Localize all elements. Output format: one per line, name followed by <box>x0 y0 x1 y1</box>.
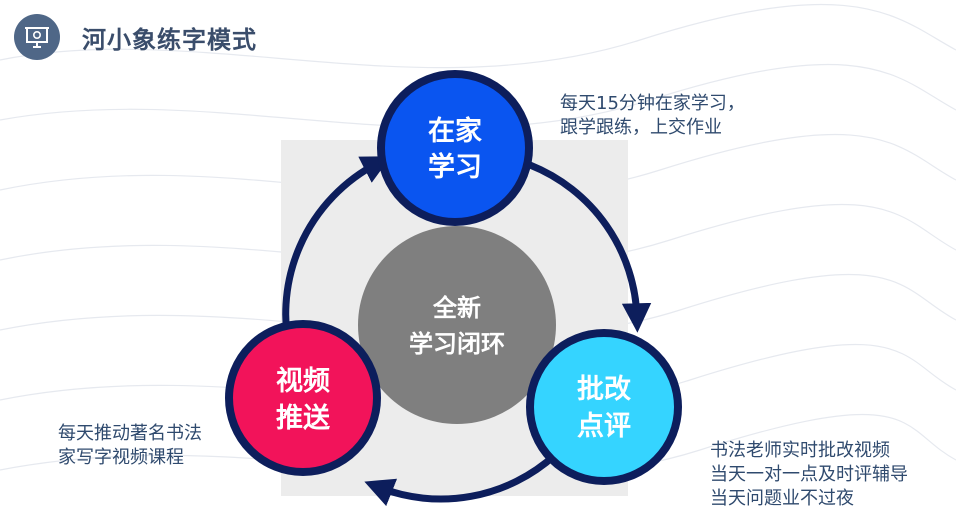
description-line: 当天一对一点及时评辅导 <box>710 464 908 485</box>
node-home-study <box>377 70 533 226</box>
description-line: 家写字视频课程 <box>58 447 184 468</box>
center-line1: 全新 <box>432 294 481 322</box>
loop-arrow-home-to-review <box>528 161 652 333</box>
center-circle <box>358 226 556 424</box>
node-video-push <box>225 320 381 476</box>
node-review <box>526 329 682 485</box>
page-title: 河小象练字模式 <box>82 26 257 54</box>
node-review-line1: 批改 <box>577 374 631 405</box>
description-video-push: 每天推动著名书法 家写字视频课程 <box>58 422 202 470</box>
node-home-study-line1: 在家 <box>428 115 482 147</box>
node-video-push-line2: 推送 <box>276 403 330 434</box>
description-home-study: 每天15分钟在家学习， 跟学跟练，上交作业 <box>560 92 745 140</box>
loop-arrow-review-to-video <box>364 452 558 507</box>
center-line2: 学习闭环 <box>409 330 505 358</box>
node-review-line2: 点评 <box>577 411 631 442</box>
description-line: 每天15分钟在家学习， <box>560 93 745 114</box>
node-home-study-line2: 学习 <box>428 151 482 183</box>
description-review: 书法老师实时批改视频 当天一对一点及时评辅导 当天问题业不过夜 <box>710 439 908 511</box>
description-line: 书法老师实时批改视频 <box>710 440 890 461</box>
description-line: 每天推动著名书法 <box>58 423 202 444</box>
presentation-board-icon <box>14 14 60 60</box>
node-video-push-line1: 视频 <box>276 366 330 397</box>
description-line: 当天问题业不过夜 <box>710 488 854 509</box>
description-line: 跟学跟练，上交作业 <box>560 117 722 138</box>
